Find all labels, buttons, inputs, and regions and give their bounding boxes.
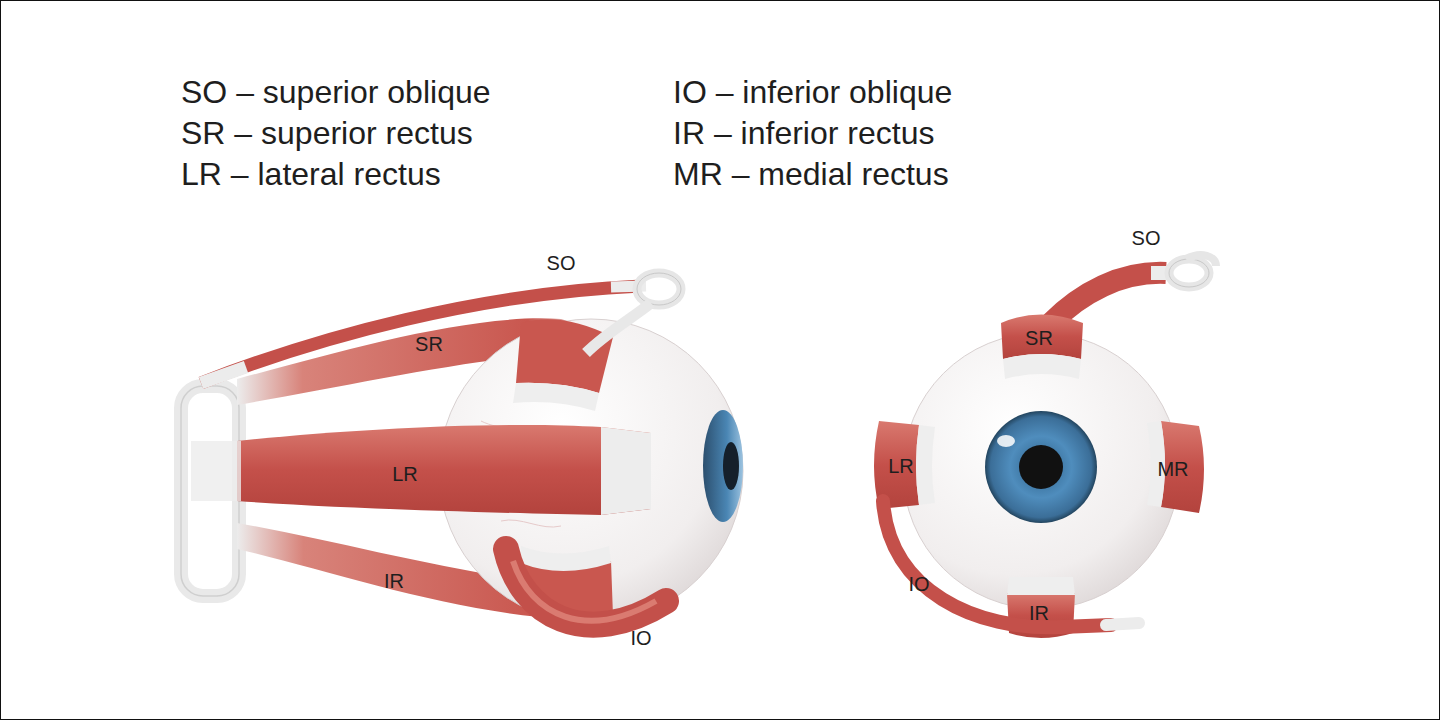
anterior-view	[874, 255, 1216, 638]
muscle-label: MR	[1157, 458, 1188, 480]
muscle-label: LR	[392, 463, 418, 485]
key-entry: IO – inferior oblique	[673, 75, 952, 110]
key-entry: MR – medial rectus	[673, 157, 949, 192]
muscle-label: IO	[908, 573, 929, 595]
key-entry: SO – superior oblique	[181, 75, 491, 110]
key-entry: SR – superior rectus	[181, 116, 473, 151]
muscle-label: IR	[384, 570, 404, 592]
muscle-label: SR	[1025, 327, 1053, 349]
key-entry: LR – lateral rectus	[181, 157, 441, 192]
muscle-label: SR	[415, 333, 443, 355]
key-entry: IR – inferior rectus	[673, 116, 934, 151]
muscle-label: SO	[547, 252, 576, 274]
lateral-view	[181, 273, 743, 625]
muscle-label: LR	[888, 455, 914, 477]
muscle-label: SO	[1132, 227, 1161, 249]
muscle-label: IR	[1029, 602, 1049, 624]
muscle-label: IO	[630, 627, 651, 649]
